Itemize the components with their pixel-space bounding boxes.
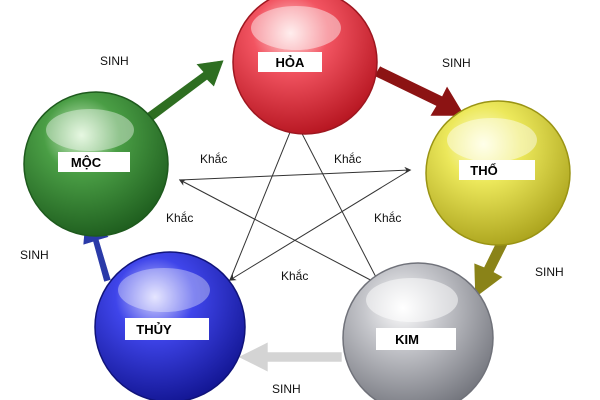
khac-line-hoa-kim: [294, 119, 381, 287]
khac-label-1: Khắc: [200, 151, 227, 166]
label-box-tho: [459, 160, 535, 180]
element-tho: THỔ: [425, 100, 571, 246]
label-box-hoa: [258, 52, 322, 72]
element-thuy: THỦY: [94, 251, 246, 400]
arrow-moc-to-hoa: [139, 59, 225, 127]
arrow-kim-to-thuy-shaft: [237, 341, 343, 373]
arrow-hoa-to-tho: [373, 65, 466, 117]
label-moc: MỘC: [71, 155, 102, 170]
khac-label-3: Khắc: [166, 210, 193, 225]
arrow-moc-to-hoa-shaft: [139, 59, 225, 127]
element-kim: KIM: [342, 262, 494, 400]
label-box-kim: [376, 328, 456, 350]
sinh-label-thuy-moc: SINH: [20, 248, 49, 262]
khac-label-5: Khắc: [281, 268, 308, 283]
sphere-kim-shine: [366, 278, 458, 322]
sphere-thuy-shine: [118, 268, 210, 312]
sphere-hoa-shine: [251, 6, 341, 50]
khac-line-moc-tho: [179, 166, 412, 181]
khac-label-4: Khắc: [374, 210, 401, 225]
khac-line-kim-moc: [178, 179, 381, 286]
element-moc: MỘC: [23, 91, 169, 237]
label-box-thuy: [125, 318, 209, 340]
sinh-label-hoa-tho: SINH: [442, 56, 471, 70]
khac-label-2: Khắc: [334, 151, 361, 166]
sphere-moc-shine: [46, 109, 134, 151]
label-kim: KIM: [395, 332, 419, 347]
sphere-tho-shine: [447, 118, 537, 162]
label-tho: THỔ: [470, 163, 497, 178]
element-hoa: HỎA: [232, 0, 378, 135]
label-thuy: THỦY: [136, 322, 172, 337]
sinh-label-moc-hoa: SINH: [100, 54, 129, 68]
khac-lines: [178, 118, 412, 287]
khac-line-thuy-hoa: [229, 118, 297, 281]
label-box-moc: [58, 152, 130, 172]
sinh-label-kim-thuy: SINH: [272, 382, 301, 396]
khac-labels: Khắc Khắc Khắc Khắc Khắc: [166, 151, 401, 283]
sinh-labels: SINH SINH SINH SINH SINH: [20, 54, 564, 396]
arrow-kim-to-thuy: [237, 341, 343, 373]
label-hoa: HỎA: [276, 55, 306, 70]
arrow-hoa-to-tho-shaft: [373, 65, 466, 117]
khac-line-tho-thuy: [228, 169, 411, 281]
sinh-label-tho-kim: SINH: [535, 265, 564, 279]
